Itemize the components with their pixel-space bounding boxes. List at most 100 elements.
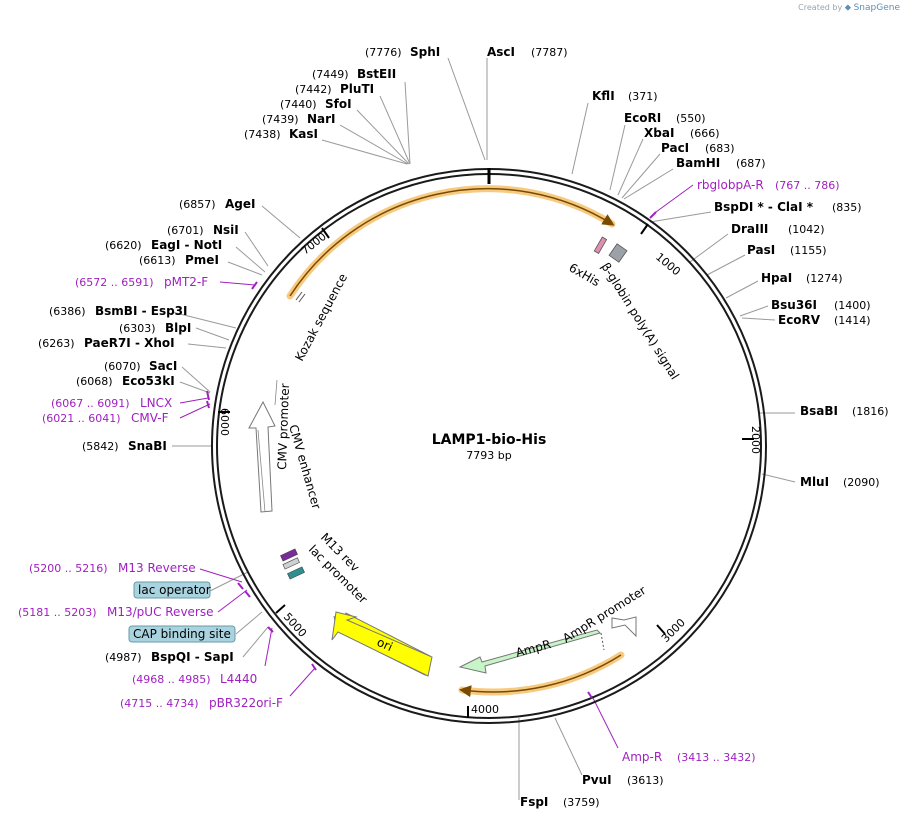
enzyme-pos: (3759) — [563, 796, 600, 809]
boxed-feature-label: lac operator — [138, 583, 211, 597]
enzyme-name: SphI — [410, 45, 440, 59]
primer-name: M13 Reverse — [118, 561, 196, 575]
enzyme-name: BsmBI - Esp3I — [95, 304, 187, 318]
sixhis-feature — [593, 236, 608, 254]
tick-label: 1000 — [653, 250, 683, 278]
enzyme-name: BstEII — [357, 67, 396, 81]
enzyme-pos: (7449) — [312, 68, 349, 81]
enzyme-name: KflI — [592, 89, 615, 103]
snapgene-logo-icon: ⬥ — [844, 3, 852, 13]
enzyme-pos: (1042) — [788, 223, 825, 236]
primer-marks — [206, 211, 657, 699]
orf-arrow-bottom — [459, 654, 622, 698]
enzyme-pos: (5842) — [82, 440, 119, 453]
plasmid-name: LAMP1-bio-His — [432, 432, 547, 448]
enzyme-pos: (6620) — [105, 239, 142, 252]
primer-name: rbglobpA-R — [697, 178, 764, 192]
tick-label: 3000 — [659, 616, 688, 645]
primer-name: CMV-F — [131, 411, 169, 425]
primer-range: (5181 .. 5203) — [18, 606, 97, 619]
enzyme-name: PluTI — [340, 82, 374, 96]
primer-range: (5200 .. 5216) — [29, 562, 108, 575]
enzyme-name: PaeR7I - XhoI — [84, 336, 175, 350]
enzyme-name: NarI — [307, 112, 336, 126]
enzyme-name: BsaBI — [800, 404, 838, 418]
enzyme-name: NsiI — [213, 223, 239, 237]
cmv-enhancer-outline — [257, 379, 278, 513]
ampr-feature — [458, 629, 601, 674]
leader-lines — [171, 57, 796, 800]
enzyme-pos: (1400) — [834, 299, 871, 312]
primer-range: (4715 .. 4734) — [120, 697, 199, 710]
enzyme-pos: (1414) — [834, 314, 871, 327]
enzyme-pos: (1274) — [806, 272, 843, 285]
ampr-junction — [600, 632, 605, 651]
enzyme-pos: (6701) — [167, 224, 204, 237]
m13rev-feature — [280, 548, 298, 562]
label-ampr: AmpR — [514, 637, 552, 660]
enzyme-name: HpaI — [761, 271, 792, 285]
kozak-mark — [295, 291, 303, 301]
enzyme-pos: (7438) — [244, 128, 281, 141]
snapgene-credit: Created by ⬥ SnapGene — [798, 3, 900, 13]
enzyme-pos: (7442) — [295, 83, 332, 96]
enzyme-pos: (6386) — [49, 305, 86, 318]
enzyme-pos: (2090) — [843, 476, 880, 489]
enzyme-name: BspDI * - ClaI * — [714, 200, 814, 214]
enzyme-name: PasI — [747, 243, 775, 257]
tick-label: 6000 — [218, 408, 231, 436]
plasmid-length: 7793 bp — [466, 449, 511, 462]
ampr-promoter-feature — [611, 616, 637, 638]
primer-range: (6572 .. 6591) — [75, 276, 154, 289]
enzyme-pos: (371) — [628, 90, 658, 103]
enzyme-pos: (6857) — [179, 198, 216, 211]
enzyme-pos: (6070) — [104, 360, 141, 373]
primer-name: M13/pUC Reverse — [107, 605, 214, 619]
enzyme-name: KasI — [289, 127, 318, 141]
enzyme-name: BlpI — [165, 321, 191, 335]
primer-name: L4440 — [220, 672, 257, 686]
primer-name: pBR322ori-F — [209, 696, 283, 710]
enzyme-pos: (7439) — [262, 113, 299, 126]
enzyme-pos: (3613) — [627, 774, 664, 787]
enzyme-name: Eco53kI — [122, 374, 175, 388]
enzyme-name: SfoI — [325, 97, 352, 111]
enzyme-name: MluI — [800, 475, 829, 489]
lac-operator-box — [133, 581, 211, 599]
enzyme-name: SnaBI — [128, 439, 167, 453]
enzyme-pos: (683) — [705, 142, 735, 155]
enzyme-name: DraIII — [731, 222, 768, 236]
primer-range: (4968 .. 4985) — [132, 673, 211, 686]
primer-name: Amp-R — [622, 750, 662, 764]
enzyme-pos: (6613) — [139, 254, 176, 267]
enzyme-name: PacI — [661, 141, 689, 155]
enzyme-name: BspQI - SapI — [151, 650, 234, 664]
primer-leaders — [179, 184, 694, 749]
enzyme-name: XbaI — [644, 126, 674, 140]
primer-range: (6021 .. 6041) — [42, 412, 121, 425]
enzyme-name: BamHI — [676, 156, 720, 170]
enzyme-pos: (666) — [690, 127, 720, 140]
enzyme-pos: (1816) — [852, 405, 889, 418]
enzyme-pos: (6263) — [38, 337, 75, 350]
cap-binding-box — [128, 625, 236, 643]
primer-name: LNCX — [140, 396, 172, 410]
label-ori: ori — [375, 635, 395, 654]
enzyme-pos: (835) — [832, 201, 862, 214]
tick-label: 2000 — [749, 426, 762, 454]
primer-name: pMT2-F — [164, 275, 208, 289]
enzyme-pos: (7787) — [531, 46, 568, 59]
primer-range: (767 .. 786) — [775, 179, 840, 192]
enzyme-name: FspI — [520, 795, 548, 809]
ticks — [218, 223, 754, 718]
label-bglobin: β-globin poly(A) signal — [598, 260, 681, 382]
lac-operator-feature — [282, 557, 300, 570]
primer-range: (3413 .. 3432) — [677, 751, 756, 764]
tick-label: 4000 — [471, 703, 499, 716]
enzyme-pos: (1155) — [790, 244, 827, 257]
enzyme-pos: (550) — [676, 112, 706, 125]
enzyme-name: EagI - NotI — [151, 238, 222, 252]
enzyme-name: SacI — [149, 359, 177, 373]
orf-arrow-top — [289, 187, 615, 297]
